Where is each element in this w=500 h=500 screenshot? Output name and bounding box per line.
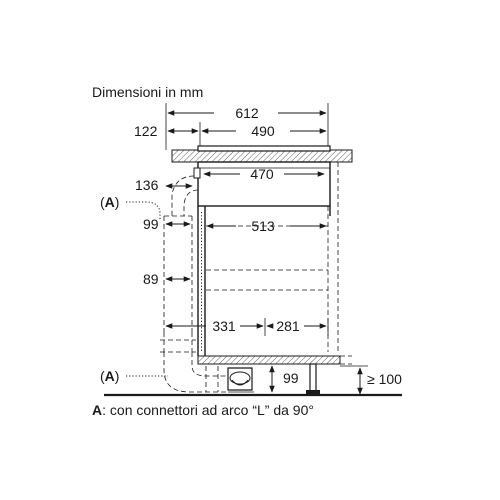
dim-99-duct-label: 99	[143, 216, 159, 232]
legend-key: A	[92, 402, 102, 418]
blower-unit	[227, 367, 254, 393]
cabinet-bottom	[197, 355, 352, 365]
dim-122-label: 122	[134, 123, 158, 139]
dim-136-label: 136	[135, 177, 159, 193]
svg-text:(A): (A)	[100, 368, 119, 384]
dim-331-label: 331	[212, 318, 236, 334]
dim-490-label: 490	[251, 123, 275, 139]
dim-99-plinth: 99	[269, 365, 299, 393]
duct-path	[160, 175, 228, 393]
dim-513-label: 513	[251, 218, 275, 234]
svg-text:(A): (A)	[100, 194, 119, 210]
legend-description: : con connettori ad arco “L” da 90°	[102, 402, 314, 418]
cabinet-walls	[197, 206, 331, 356]
dim-min-100: ≥ 100	[340, 365, 402, 395]
legend-text: A: con connettori ad arco “L” da 90°	[92, 402, 314, 418]
dim-281-label: 281	[276, 318, 300, 334]
inner-box: 470	[193, 161, 331, 207]
callout-upper: (A)	[100, 194, 161, 220]
top-dimensions: 612 122 490	[134, 103, 329, 150]
callout-lower-letter: A	[105, 368, 115, 384]
dim-513: 513	[206, 218, 327, 234]
callout-lower: (A)	[100, 368, 168, 384]
dim-470-label: 470	[250, 166, 274, 182]
dim-612-label: 612	[235, 105, 259, 121]
dim-136: 136	[135, 177, 193, 193]
countertop	[171, 145, 353, 163]
dim-89: 89	[143, 271, 191, 287]
drawing-title: Dimensioni in mm	[92, 84, 203, 100]
callout-upper-letter: A	[105, 194, 115, 210]
plinth-legs	[306, 363, 320, 394]
dim-89-label: 89	[143, 271, 159, 287]
dim-min-100-label: ≥ 100	[367, 371, 402, 387]
dim-99-duct: 99	[143, 216, 191, 232]
dim-99-plinth-label: 99	[283, 370, 299, 386]
dim-331-281: 331 281	[165, 318, 329, 336]
